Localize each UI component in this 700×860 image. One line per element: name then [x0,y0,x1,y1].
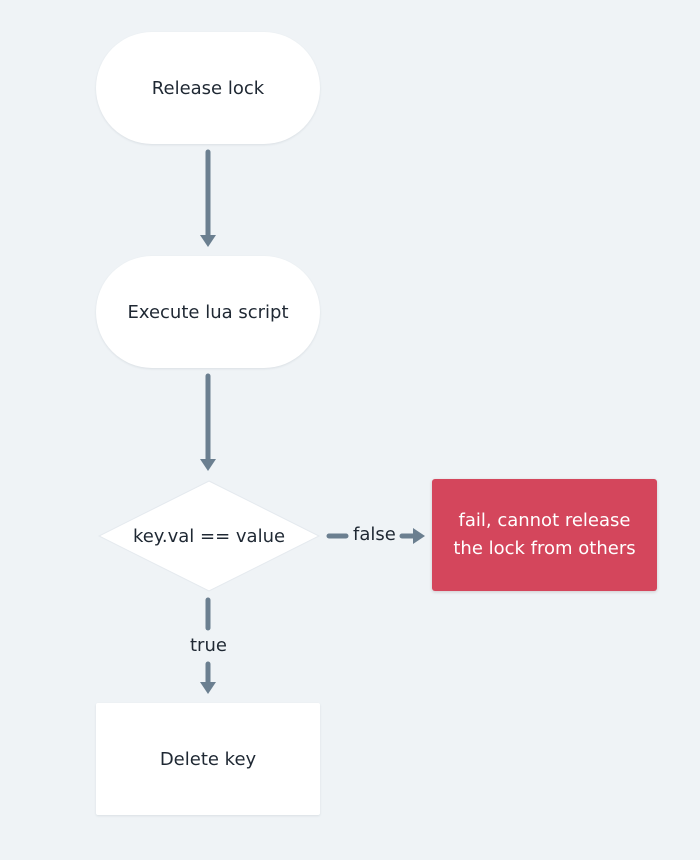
node-execute-lua-script[interactable]: Execute lua script [96,256,320,368]
node-release-lock-label: Release lock [151,77,265,99]
node-fail-label-line1: fail, cannot release [458,510,631,531]
node-execute-lua-script-label: Execute lua script [127,301,289,323]
node-fail-label-line2: the lock from others [453,538,636,559]
arrow-execute-to-condition [200,373,216,471]
arrow-condition-to-delete [200,597,216,694]
node-delete-key[interactable]: Delete key [96,703,320,815]
decision-diamond-shape [98,480,320,592]
node-delete-key-label: Delete key [159,748,257,770]
node-condition-label: key.val == value [132,525,286,547]
node-release-lock[interactable]: Release lock [96,32,320,144]
node-condition-decision[interactable]: key.val == value [98,480,320,592]
edge-label-false: false [351,524,398,545]
arrow-release-to-execute [200,149,216,247]
arrow-condition-to-fail [326,528,425,544]
node-fail-cannot-release[interactable]: fail, cannot release the lock from other… [432,479,657,591]
edge-label-true: true [188,635,229,656]
